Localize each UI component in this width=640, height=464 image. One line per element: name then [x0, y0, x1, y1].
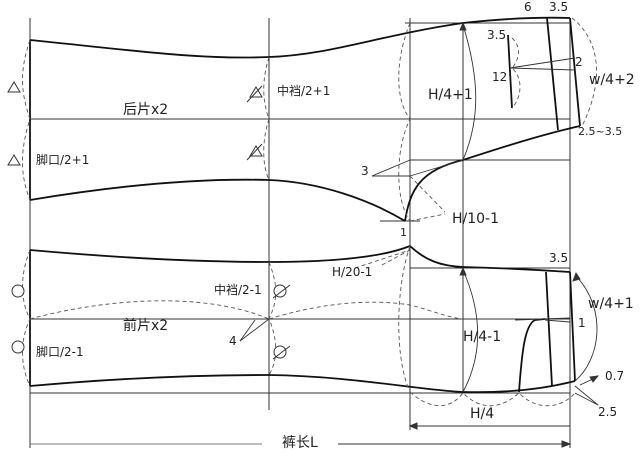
crotch-offset-label: 1 [400, 226, 407, 239]
back-waist-label: w/4+2 [589, 72, 635, 88]
front-piece-title: 前片x2 [123, 318, 169, 334]
hip-dimension-label: H/4 [470, 406, 495, 422]
knee-offset-label: 4 [229, 334, 237, 348]
back-knee-label: 中裆/2+1 [277, 84, 331, 98]
front-hip-label: H/4-1 [463, 329, 502, 345]
dart-12-label: 12 [492, 70, 508, 84]
side-2.5-label: 2.5 [598, 405, 618, 419]
back-markers [7, 81, 263, 166]
back-waist-6-label: 6 [524, 0, 532, 14]
triangle-marker [7, 154, 21, 166]
circle-marker [273, 284, 287, 298]
back-piece-outline [29, 16, 581, 222]
length-dimension-label: 裤长L [282, 435, 318, 451]
front-waist-3.5-label: 3.5 [549, 251, 569, 265]
front-markers [11, 284, 291, 360]
side-0.7-label: 0.7 [605, 369, 625, 383]
rise-offset-label: 3 [361, 164, 369, 178]
back-hip-label: H/4+1 [428, 87, 473, 103]
triangle-marker [7, 81, 21, 93]
front-hem-label: 脚口/2-1 [36, 345, 84, 359]
back-piece-title: 后片x2 [123, 102, 169, 118]
circle-marker [11, 284, 25, 298]
front-knee-label: 中裆/2-1 [214, 283, 262, 297]
front-crotch-label: H/20-1 [332, 265, 373, 279]
circle-marker [11, 340, 25, 354]
front-piece-outline [29, 245, 576, 394]
back-crotch-label: H/10-1 [452, 211, 500, 227]
side-offset-label: 2.5~3.5 [578, 125, 623, 138]
back-hem-label: 脚口/2+1 [36, 153, 90, 167]
front-waist-label: w/4+1 [588, 296, 634, 312]
dart-2-label: 2 [575, 55, 583, 69]
pleat-1-label: 1 [578, 316, 586, 330]
dart-3.5-label: 3.5 [487, 28, 507, 42]
circle-marker [273, 345, 287, 359]
back-waist-3.5-label: 3.5 [549, 0, 569, 14]
